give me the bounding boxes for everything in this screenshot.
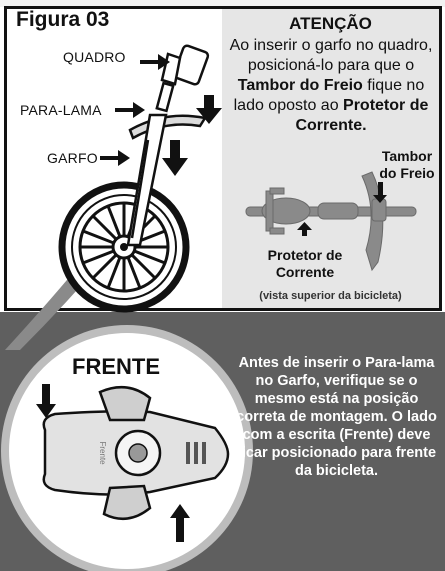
attention-bold-tambor: Tambor do Freio: [237, 77, 363, 94]
top-view-arrows: [297, 182, 387, 236]
label-quadro: QUADRO: [63, 49, 126, 65]
tambor-do-freio-label: Tambor do Freio: [379, 148, 435, 181]
fender-note: Antes de inserir o Para-lama no Garfo, v…: [236, 355, 437, 479]
label-para-lama: PARA-LAMA: [20, 102, 102, 118]
attention-text: Ao inserir o garfo no quadro, posicioná-…: [226, 36, 436, 136]
fender-arrow-icons: [36, 384, 190, 542]
fender-illustration: [42, 385, 230, 521]
label-garfo: GARFO: [47, 150, 98, 166]
label-arrow-icons: [100, 54, 170, 166]
attention-text-part1: Ao inserir o garfo no quadro, posicioná-…: [229, 37, 433, 74]
attention-title: ATENÇÃO: [289, 14, 372, 33]
attention-text-part2: fique no lado oposto ao: [233, 77, 425, 114]
attention-bold-protetor: Protetor de Corrente.: [295, 97, 429, 134]
frente-title: FRENTE: [72, 354, 160, 379]
attention-panel: [222, 9, 439, 308]
figure-title: Figura 03: [16, 8, 110, 31]
wheel-illustration: [58, 181, 190, 313]
top-strip: [0, 0, 445, 7]
engraved-frente-text: Frente: [98, 441, 107, 465]
protetor-de-corrente-label: Protetor de Corrente: [267, 247, 343, 280]
down-arrow-icons: [162, 95, 222, 176]
top-view-caption: (vista superior da bicicleta): [259, 290, 402, 302]
fork-illustration: [126, 44, 210, 247]
